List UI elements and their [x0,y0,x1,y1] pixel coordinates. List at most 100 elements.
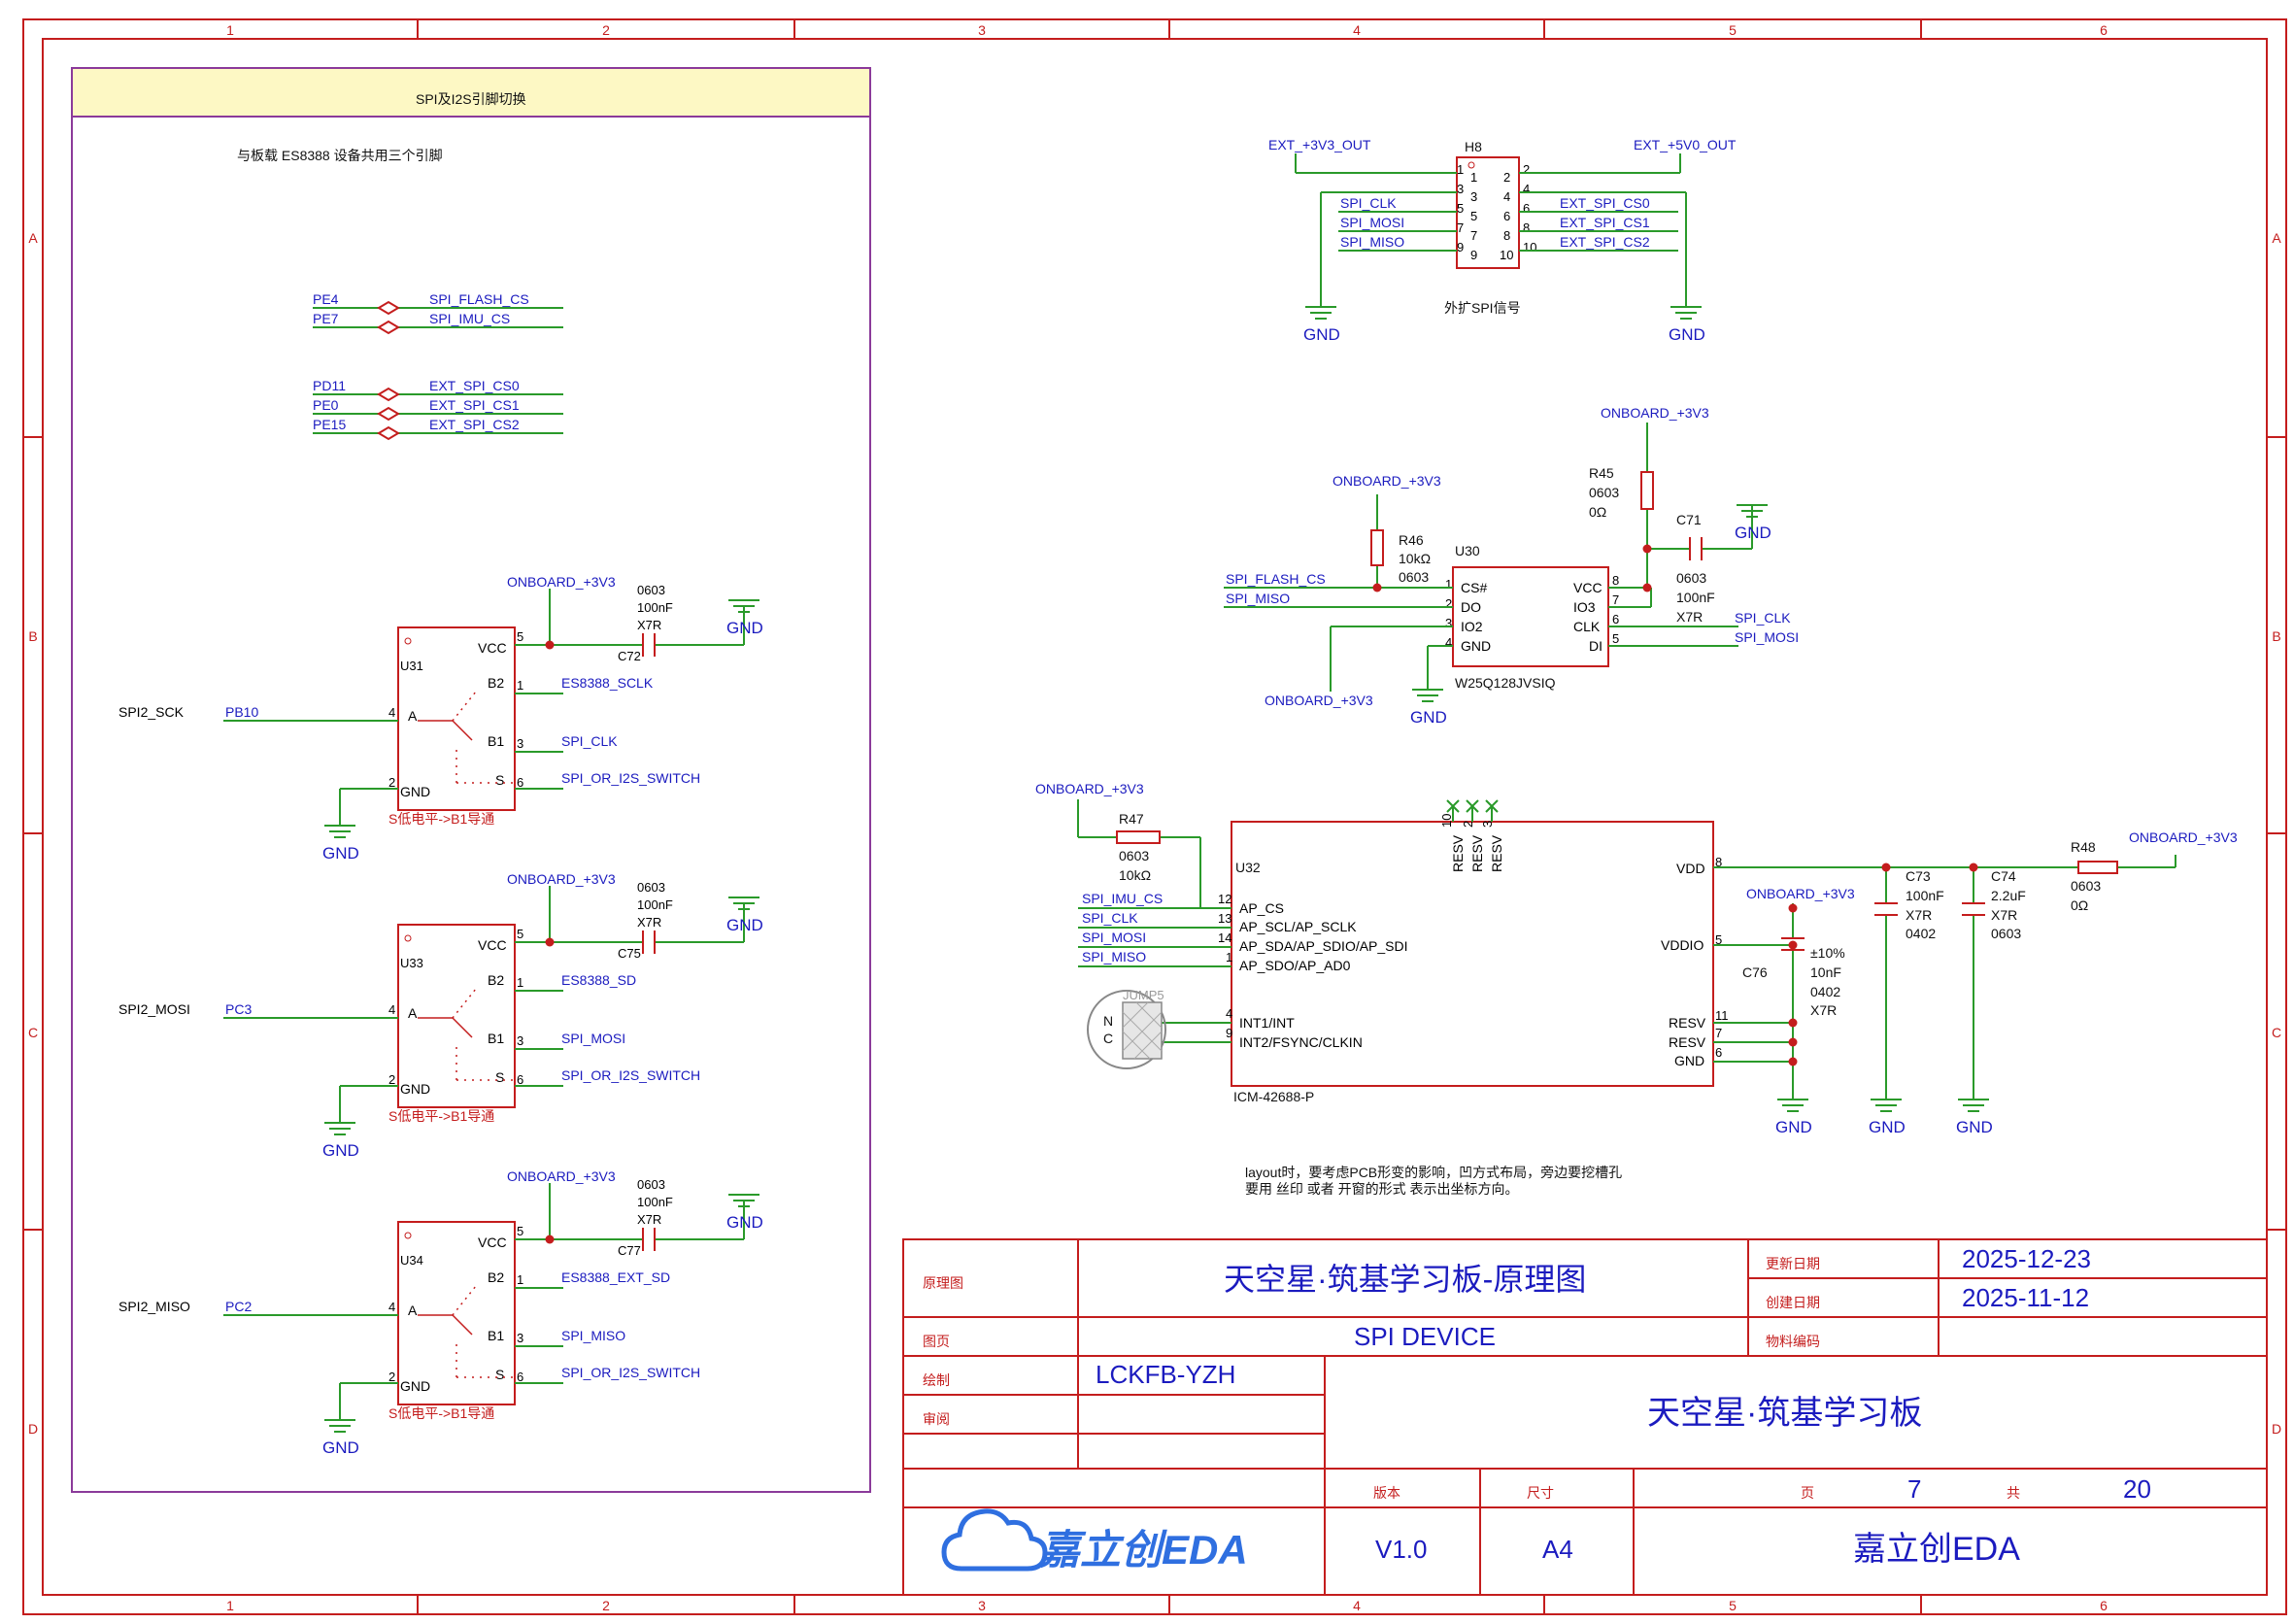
gnd-label: GND [1775,1118,1812,1136]
gnd-label: GND [322,1438,359,1457]
svg-text:8: 8 [1503,228,1510,243]
net-s: SPI_OR_I2S_SWITCH [561,1365,700,1380]
pin-num: 2 [388,1370,395,1384]
tb-updated: 2025-12-23 [1962,1244,2091,1273]
c76-val: 10nF [1810,964,1841,980]
cap-ref: C77 [618,1243,641,1258]
switch-note: S低电平->B1导通 [388,1108,494,1124]
net-b2: ES8388_EXT_SD [561,1269,670,1285]
svg-text:10: 10 [1523,240,1536,254]
power-onboard: ONBOARD_+3V3 [1601,405,1709,421]
row-label: A [28,230,38,246]
flash-pin: CS# [1461,580,1487,595]
col-label: 6 [2100,22,2108,38]
svg-text:13: 13 [1218,911,1231,926]
pin-s: S [495,772,504,788]
signal-label: SPI2_SCK [118,704,185,720]
net-label: EXT_SPI_CS2 [429,417,520,432]
svg-text:8: 8 [1612,573,1619,588]
svg-text:4: 4 [1503,189,1510,204]
title-block: 原理图 更新日期 创建日期 图页 物料编码 绘制 审阅 版本 尺寸 页 共 天空… [902,1238,2268,1596]
flash-pin: VCC [1573,580,1602,595]
pin1-marker [404,637,412,645]
tb-label: 页 [1801,1485,1814,1501]
switch-arm [452,1285,477,1316]
flash-net: SPI_MOSI [1735,629,1799,645]
c73-ref: C73 [1906,868,1931,884]
power-onboard: ONBOARD_+3V3 [2129,829,2238,845]
cap-val: 100nF [637,897,673,912]
svg-text:11: 11 [1715,1008,1729,1023]
junction [545,1235,555,1244]
cloud-icon [941,1508,1048,1572]
jump-nc: N [1103,1013,1113,1029]
c71-val: 100nF [1676,590,1715,605]
svg-text:6: 6 [1503,209,1510,223]
port-label: PC3 [225,1001,252,1017]
gnd-label: GND [726,1213,763,1232]
svg-text:3: 3 [1480,821,1495,828]
svg-text:4: 4 [1523,182,1530,196]
tb-size: A4 [1542,1535,1573,1564]
header-net: SPI_CLK [1340,195,1397,211]
svg-text:14: 14 [1218,930,1231,945]
switch-u34: U34VCCB2AB1SGND513642ONBOARD_+3V30603100… [118,1168,763,1457]
flash-pin: DI [1589,638,1602,654]
header-net: EXT_SPI_CS0 [1560,195,1650,211]
gnd-label: GND [726,916,763,934]
pin-b1: B1 [488,1328,504,1343]
junction [545,640,555,650]
power-onboard: ONBOARD_+3V3 [507,871,616,887]
pin1-marker [404,934,412,942]
flash-u30: U30 W25Q128JVSIQ CS# DO IO2 GND VCC IO3 … [1224,405,1799,727]
layout-note: layout时，要考虑PCB形变的影响，凹方式布局，旁边要挖槽孔 [1245,1165,1622,1180]
gnd-label: GND [1956,1118,1993,1136]
net-label: EXT_SPI_CS1 [429,397,520,413]
port-label: PE4 [313,291,339,307]
c73-diel: X7R [1906,907,1932,923]
jlc-logo: 嘉立创EDA [941,1508,1248,1573]
net-b2: ES8388_SD [561,972,636,988]
switch-body [397,924,516,1108]
pin-gnd: GND [400,1378,430,1394]
gnd-symbol: GND [726,599,763,637]
imu-pin: GND [1674,1053,1704,1068]
pin-s: S [495,1367,504,1382]
power-ext33: EXT_+3V3_OUT [1268,137,1371,152]
net-label: EXT_SPI_CS0 [429,378,520,393]
net-b2: ES8388_SCLK [561,675,654,691]
svg-text:6: 6 [1612,612,1619,626]
imu-pin: VDDIO [1661,937,1704,953]
r46-val: 10kΩ [1399,551,1431,566]
svg-text:4: 4 [1445,635,1452,650]
svg-text:1: 1 [1226,950,1232,964]
net-s: SPI_OR_I2S_SWITCH [561,1067,700,1083]
c73-val: 100nF [1906,888,1944,903]
imu-pin: AP_SCL/AP_SCLK [1239,919,1357,934]
col-label: 5 [1729,1598,1737,1613]
imu-net: SPI_IMU_CS [1082,891,1163,906]
pin-num: 1 [517,678,523,693]
col-label: 5 [1729,22,1737,38]
c73-pkg: 0402 [1906,926,1936,941]
svg-text:1: 1 [1445,577,1452,592]
svg-text:6: 6 [1715,1045,1722,1060]
pin-num: 3 [517,1033,523,1048]
net-b1: SPI_MISO [561,1328,625,1343]
port-label: PE7 [313,311,339,326]
gnd-symbol: GND [1735,504,1771,542]
pin-num: 4 [388,1002,395,1017]
pin-a: A [408,708,418,724]
gnd-label: GND [1410,708,1447,727]
flash-net: SPI_MISO [1226,591,1290,606]
pin-num: 4 [388,705,395,720]
c74-pkg: 0603 [1991,926,2021,941]
col-label: 2 [602,1598,610,1613]
col-label: 4 [1353,22,1361,38]
port-label: PC2 [225,1299,252,1314]
cap-pkg: 0603 [637,880,665,895]
tb-company: 嘉立创EDA [1853,1531,2020,1568]
switch-arm [452,720,473,741]
port-label: PE0 [313,397,339,413]
